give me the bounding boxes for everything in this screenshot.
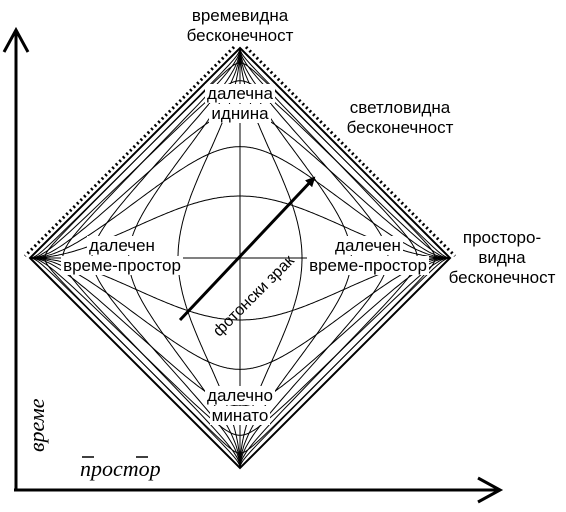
time-axis-arrowhead (2, 26, 30, 53)
far-spacetime-left-line1: далечен (87, 236, 157, 255)
space-axis-overbars (82, 456, 148, 458)
far-future-label: далечна иднина (190, 84, 290, 124)
lightlike-infinity-line2: бесконечност (346, 118, 454, 137)
space-axis-label: простор (80, 456, 161, 482)
spacelike-infinity-label: просторо- видна бесконечност (440, 228, 564, 288)
spacelike-infinity-line2: видна (478, 248, 526, 267)
lightlike-infinity-line1: светловидна (349, 98, 451, 117)
far-future-line1: далечна (205, 84, 275, 103)
timelike-infinity-line1: времевидна (191, 6, 289, 25)
far-past-line2: минато (209, 406, 271, 425)
space-axis-text: простор (80, 456, 161, 481)
photon-ray-arrow (178, 176, 316, 322)
far-future-line2: иднина (209, 104, 271, 123)
constant-space-curve (44, 48, 241, 468)
far-spacetime-right-label: далечен време-простор (298, 236, 438, 276)
space-axis-arrowhead (477, 476, 504, 504)
timelike-infinity-line2: бесконечност (186, 26, 294, 45)
diamond-outline (23, 45, 457, 470)
far-spacetime-right-line2: време-простор (307, 256, 429, 275)
axes (2, 26, 504, 504)
constant-space-curve (239, 48, 436, 468)
far-past-label: далечно минато (190, 386, 290, 426)
time-axis-label: време (24, 398, 49, 452)
spacelike-infinity-line3: бесконечност (448, 268, 556, 287)
far-spacetime-left-label: далечен време-простор (52, 236, 192, 276)
far-spacetime-left-line2: време-простор (61, 256, 183, 275)
far-spacetime-right-line1: далечен (333, 236, 403, 255)
far-past-line1: далечно (205, 386, 275, 405)
timelike-infinity-label: времевидна бесконечност (170, 6, 310, 46)
lightlike-infinity-label: светловидна бесконечност (330, 98, 470, 138)
spacelike-infinity-line1: просторо- (462, 228, 542, 247)
